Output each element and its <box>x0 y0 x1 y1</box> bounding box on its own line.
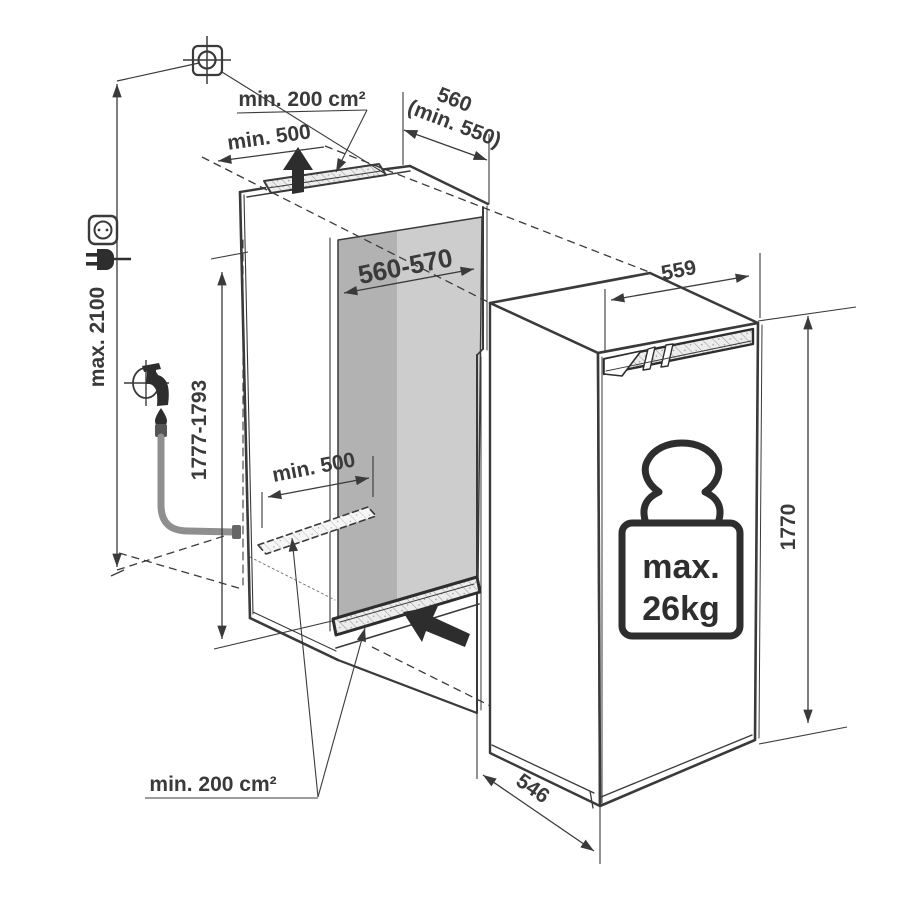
dimension-lines <box>110 84 857 864</box>
niche-height-label: 1777-1793 <box>188 380 211 480</box>
airflow-bottom-arrow-icon <box>403 606 470 647</box>
bottom-vent-hatch <box>331 575 482 637</box>
ceiling-height-label: max. 2100 <box>86 287 109 387</box>
top-vent-hatch <box>263 163 387 194</box>
floor-vent-hatch <box>257 506 377 555</box>
water-hose <box>157 433 241 539</box>
appliance-width-label: 559 <box>659 256 698 285</box>
appliance-top-grille <box>602 327 755 377</box>
door-weight-value-label: 26kg <box>642 590 720 628</box>
appliance-left-side <box>488 301 602 808</box>
niche-back-wall-light <box>397 217 482 607</box>
door-weight-max-label: max. <box>642 548 720 586</box>
appliance-height-label: 1770 <box>777 504 800 551</box>
power-plug-icon <box>86 249 131 270</box>
airflow-up-arrow-icon <box>283 147 313 194</box>
fixing-point-pointer-line <box>221 71 385 174</box>
water-tap-icon <box>124 360 169 437</box>
ceiling-reference-line <box>116 62 200 82</box>
door-weight-icon: max. 26kg <box>618 439 744 640</box>
appliance: max. 26kg <box>488 271 763 809</box>
top-vent-area-label: min. 200 cm² <box>238 88 365 111</box>
power-socket-icon <box>87 214 119 246</box>
bottom-vent-area-label: min. 200 cm² <box>149 773 276 796</box>
ceiling-fixing-point-icon <box>183 36 231 84</box>
